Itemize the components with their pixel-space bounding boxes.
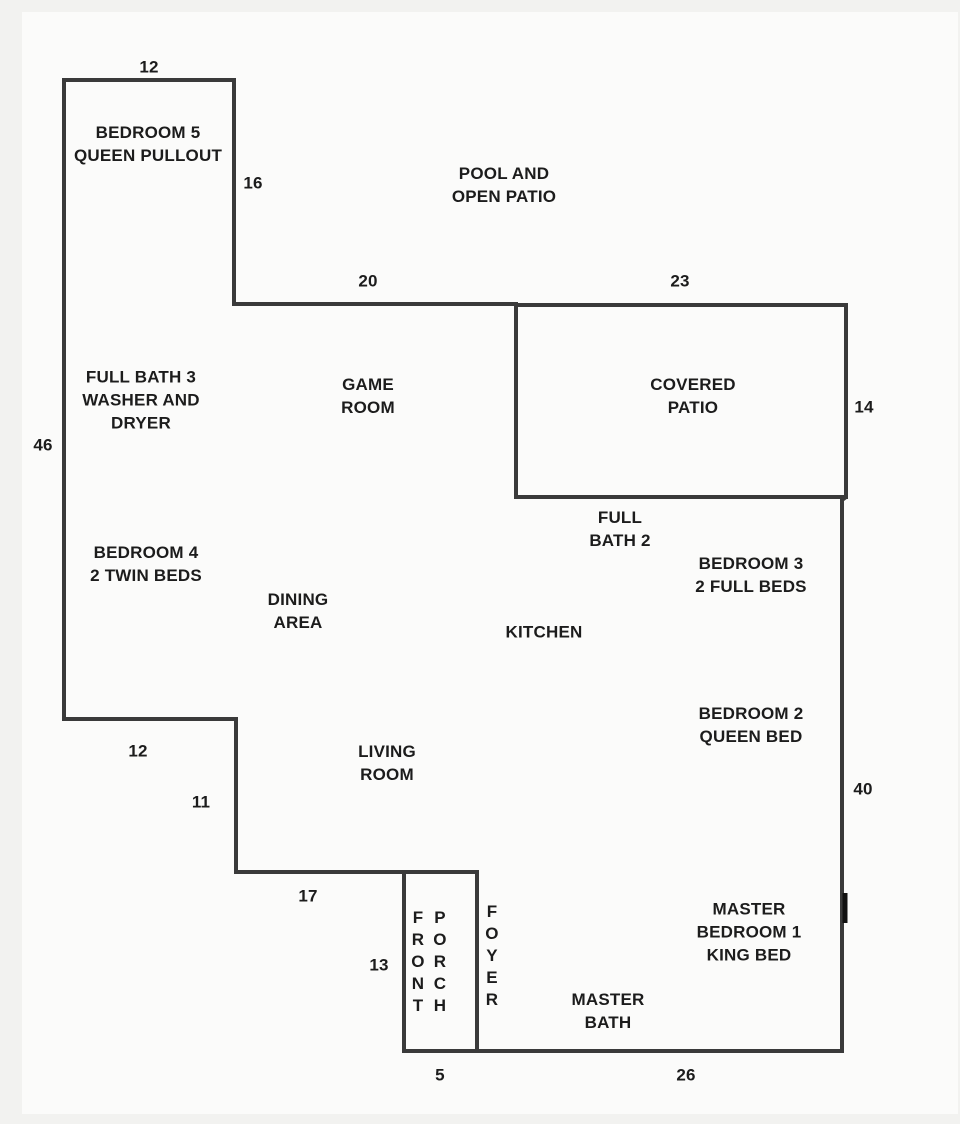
- exterior-wall-outline: [62, 78, 848, 1053]
- room-label-game-room: GAME ROOM: [341, 375, 395, 417]
- dimension-covered-patio-top: 23: [670, 271, 690, 291]
- dimension-porch-bottom: 5: [435, 1065, 445, 1085]
- room-label-full-bath-2: FULL BATH 2: [589, 508, 651, 550]
- room-label-bedroom-2: BEDROOM 2 QUEEN BED: [698, 704, 804, 746]
- dimension-bottom-wall: 26: [676, 1065, 696, 1085]
- room-label-master-bath: MASTER BATH: [571, 990, 645, 1032]
- dimension-bedroom5-right: 16: [243, 173, 263, 193]
- room-label-bedroom-3: BEDROOM 3 2 FULL BEDS: [695, 554, 807, 596]
- dimension-bottom-left-step: 12: [128, 741, 148, 761]
- room-label-pool: POOL AND OPEN PATIO: [451, 164, 557, 206]
- covered-patio-walls: [514, 303, 848, 499]
- dimension-left-wall: 46: [33, 435, 53, 455]
- room-label-bedroom-5: BEDROOM 5 QUEEN PULLOUT: [73, 123, 223, 165]
- dimension-game-room-top: 20: [358, 271, 378, 291]
- dimension-left-step-vertical: 11: [191, 792, 211, 812]
- dimension-porch-step-top: 17: [298, 886, 318, 906]
- dimension-porch-left: 13: [369, 955, 389, 975]
- room-label-front: F R O N T: [411, 908, 425, 1015]
- room-label-full-bath-3: FULL BATH 3 WASHER AND DRYER: [82, 367, 200, 433]
- room-label-kitchen: KITCHEN: [505, 622, 583, 642]
- room-label-living-room: LIVING ROOM: [358, 742, 416, 784]
- paper-sheet: [22, 12, 958, 1114]
- room-label-master-bedroom: MASTER BEDROOM 1 KING BED: [696, 899, 802, 965]
- dimension-right-wall: 40: [853, 779, 873, 799]
- room-label-bedroom-4: BEDROOM 4 2 TWIN BEDS: [90, 543, 202, 585]
- dimension-covered-patio-right: 14: [854, 397, 874, 417]
- room-label-dining: DINING AREA: [267, 590, 329, 632]
- dimension-top-bedroom5: 12: [139, 57, 159, 77]
- room-label-covered-patio: COVERED PATIO: [650, 375, 736, 417]
- room-label-porch: P O R C H: [433, 908, 447, 1015]
- room-label-foyer: F O Y E R: [485, 902, 499, 1009]
